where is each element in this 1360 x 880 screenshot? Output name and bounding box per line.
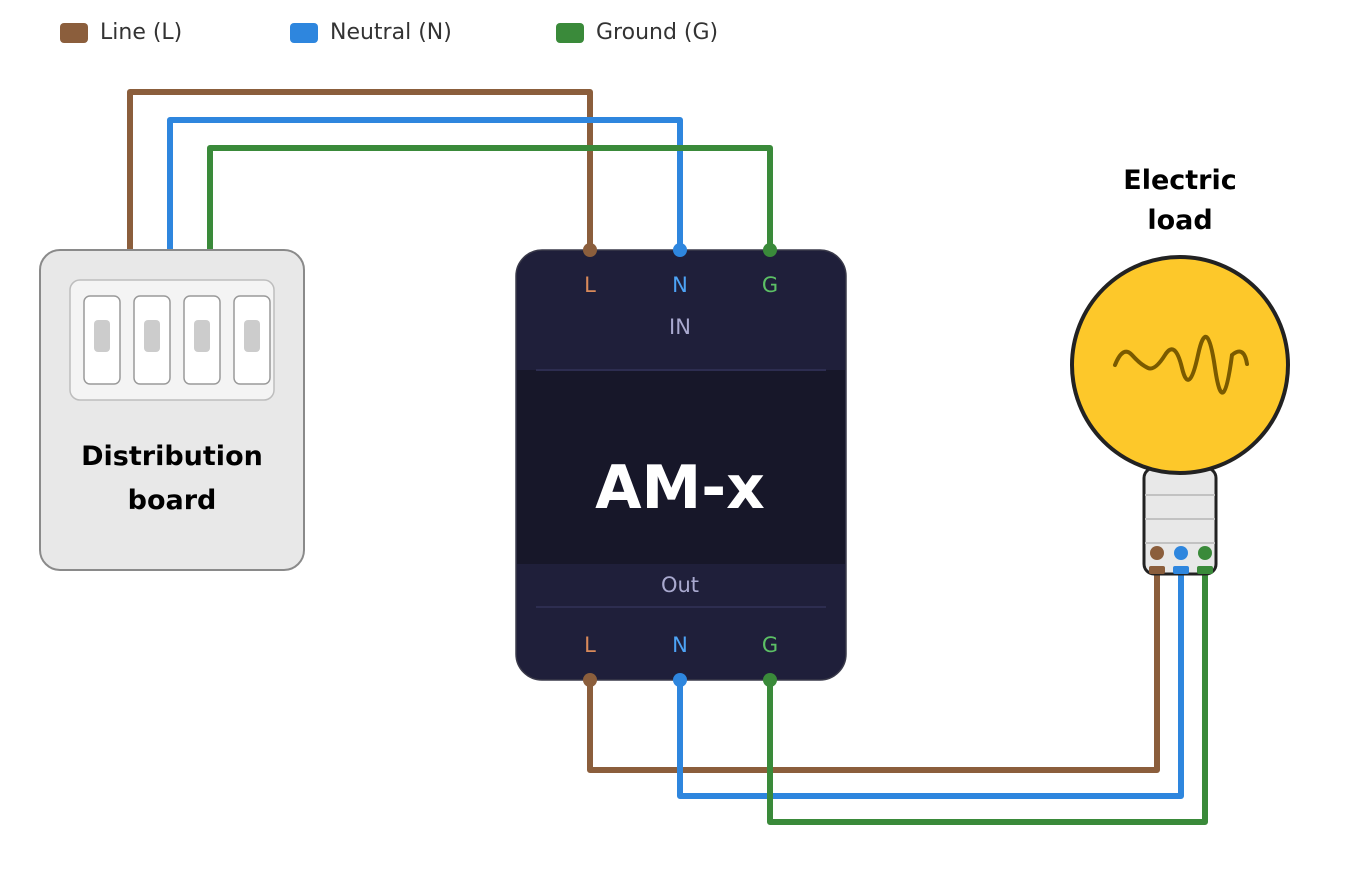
legend-label-neutral: Neutral (N) bbox=[330, 20, 452, 45]
input-terminal-label-n: N bbox=[672, 273, 688, 297]
legend-item-neutral: Neutral (N) bbox=[290, 20, 452, 45]
breaker-4[interactable] bbox=[233, 295, 271, 385]
wire-neutral-in bbox=[167, 117, 683, 250]
load-terminal-g[interactable] bbox=[1198, 546, 1212, 560]
wire-ground-in bbox=[207, 145, 773, 250]
filament-icon bbox=[1113, 334, 1249, 395]
device-core bbox=[517, 370, 845, 564]
output-terminal-label-l: L bbox=[584, 633, 596, 657]
input-terminal-label-g: G bbox=[762, 273, 778, 297]
output-terminal-n[interactable] bbox=[673, 673, 687, 687]
wire-ground-out bbox=[767, 570, 1208, 825]
load-connector-g bbox=[1197, 566, 1213, 574]
legend-label-ground: Ground (G) bbox=[596, 20, 719, 45]
distribution-board: Distribution board bbox=[39, 249, 305, 571]
wire-line-in bbox=[127, 89, 593, 250]
load-terminal-n[interactable] bbox=[1174, 546, 1188, 560]
output-terminal-l[interactable] bbox=[583, 673, 597, 687]
device-name: AM-x bbox=[595, 453, 765, 523]
output-section-label: Out bbox=[661, 573, 699, 597]
input-section-label: IN bbox=[669, 315, 691, 339]
input-terminal-l[interactable] bbox=[583, 243, 597, 257]
legend-label-line: Line (L) bbox=[100, 20, 183, 45]
output-wires bbox=[587, 570, 1208, 825]
neutral-swatch bbox=[290, 22, 318, 43]
output-terminal-g[interactable] bbox=[763, 673, 777, 687]
load-connector-l bbox=[1149, 566, 1165, 574]
distribution-board-title-line2: board bbox=[128, 485, 217, 516]
am-x-device: L N G IN AM-x Out L N G bbox=[515, 243, 847, 687]
load-terminal-l[interactable] bbox=[1150, 546, 1164, 560]
breaker-3[interactable] bbox=[183, 295, 221, 385]
wire-neutral-out bbox=[677, 570, 1184, 799]
legend-item-ground: Ground (G) bbox=[556, 20, 718, 45]
line-swatch bbox=[60, 22, 88, 43]
breaker-2[interactable] bbox=[133, 295, 171, 385]
breaker-toggle[interactable] bbox=[144, 320, 160, 352]
breaker-toggle[interactable] bbox=[244, 320, 260, 352]
output-terminal-label-n: N bbox=[672, 633, 688, 657]
output-terminal-label-g: G bbox=[762, 633, 778, 657]
legend-item-line: Line (L) bbox=[60, 20, 182, 45]
wire-line-out bbox=[587, 570, 1160, 773]
load-connector-n bbox=[1173, 566, 1189, 574]
breaker-1[interactable] bbox=[83, 295, 121, 385]
electric-load: Electric load bbox=[1070, 165, 1290, 576]
load-title-line1: Electric bbox=[1123, 165, 1237, 196]
breaker-toggle[interactable] bbox=[194, 320, 210, 352]
ground-swatch bbox=[556, 22, 584, 43]
breaker-toggle[interactable] bbox=[94, 320, 110, 352]
load-title-line2: load bbox=[1147, 205, 1212, 236]
distribution-board-title-line1: Distribution bbox=[81, 441, 263, 472]
input-wires bbox=[127, 89, 773, 250]
input-terminal-g[interactable] bbox=[763, 243, 777, 257]
input-terminal-n[interactable] bbox=[673, 243, 687, 257]
input-terminal-label-l: L bbox=[584, 273, 596, 297]
breaker-panel bbox=[69, 279, 275, 401]
